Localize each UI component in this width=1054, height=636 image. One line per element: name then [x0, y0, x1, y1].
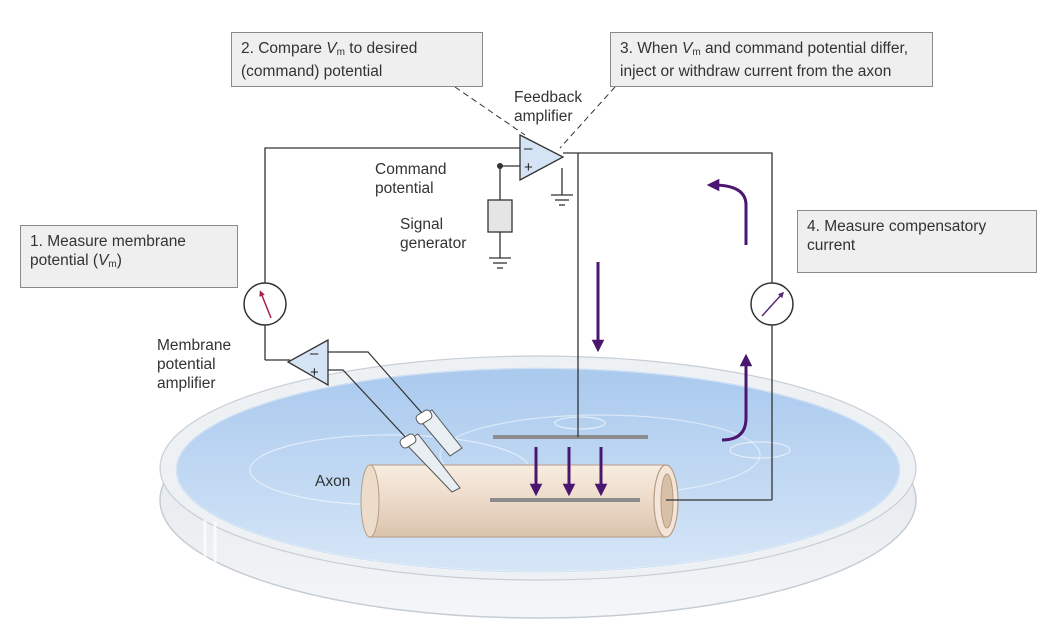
feedback-amplifier: – +: [519, 133, 565, 182]
command-node: [497, 163, 503, 169]
step-3-box: 3. When Vm and command potential differ,…: [610, 32, 933, 87]
voltmeter: [243, 282, 287, 326]
feedback-amp-label-1: Feedback: [514, 89, 583, 106]
signal-gen-label-2: generator: [400, 235, 467, 252]
step-4-line2: current: [807, 237, 856, 254]
step-1-line2-pre: potential (: [30, 252, 99, 269]
step-3-pre: 3. When: [620, 40, 683, 57]
step-1-line1: 1. Measure membrane: [30, 233, 186, 250]
step-3-post: and command potential differ,: [700, 40, 909, 57]
ground-symbol-generator: [489, 257, 511, 269]
step-1-sub: m: [108, 259, 117, 270]
command-potential-label: Command potential: [375, 160, 447, 198]
membrane-amp-label-1: Membrane: [157, 337, 232, 354]
step-3-var: V: [682, 40, 693, 57]
ammeter: [750, 282, 794, 326]
ground-symbol-amp: [551, 194, 573, 206]
command-label-1: Command: [375, 161, 447, 178]
membrane-amplifier-label: Membrane potential amplifier: [157, 336, 231, 393]
membrane-amp-minus: –: [310, 345, 319, 362]
feedback-amp-plus: +: [524, 159, 533, 176]
step-2-sub: m: [336, 47, 345, 58]
arrow-up-return: [721, 353, 753, 442]
feedback-amp-label-2: amplifier: [514, 108, 573, 125]
step-4-line1: 4. Measure compensatory: [807, 218, 987, 235]
step-3-line2: inject or withdraw current from the axon: [620, 63, 892, 80]
arrow-up-curve: [706, 178, 748, 245]
current-electrode: [399, 433, 461, 493]
dashed-leaders: [454, 86, 616, 149]
step-2-box: 2. Compare Vm to desired (command) poten…: [231, 32, 483, 87]
membrane-potential-amplifier: – +: [286, 338, 329, 387]
recording-electrode: [415, 409, 463, 457]
command-label-2: potential: [375, 180, 434, 197]
feedback-amp-minus: –: [524, 140, 533, 157]
step-2-line2: (command) potential: [241, 63, 383, 80]
current-arrows: [529, 178, 753, 497]
step-1-box: 1. Measure membrane potential (Vm): [20, 225, 238, 288]
membrane-amp-label-3: amplifier: [157, 375, 216, 392]
step-3-sub: m: [692, 47, 701, 58]
step-1-post: ): [116, 252, 122, 269]
step-1-var: V: [98, 252, 109, 269]
axon-label: Axon: [315, 473, 351, 490]
recording-electrode-wires: [328, 351, 429, 443]
signal-gen-label-1: Signal: [400, 216, 444, 233]
signal-generator-label: Signal generator: [400, 215, 466, 253]
step-2-pre: 2. Compare: [241, 40, 327, 57]
membrane-amp-label-2: potential: [157, 356, 216, 373]
step-2-post: to desired: [344, 40, 418, 57]
membrane-amp-plus: +: [310, 364, 319, 381]
feedback-amplifier-label: Feedback amplifier: [514, 88, 582, 126]
signal-generator: [487, 199, 513, 233]
step-2-var: V: [326, 40, 337, 57]
step-4-box: 4. Measure compensatory current: [797, 210, 1037, 273]
